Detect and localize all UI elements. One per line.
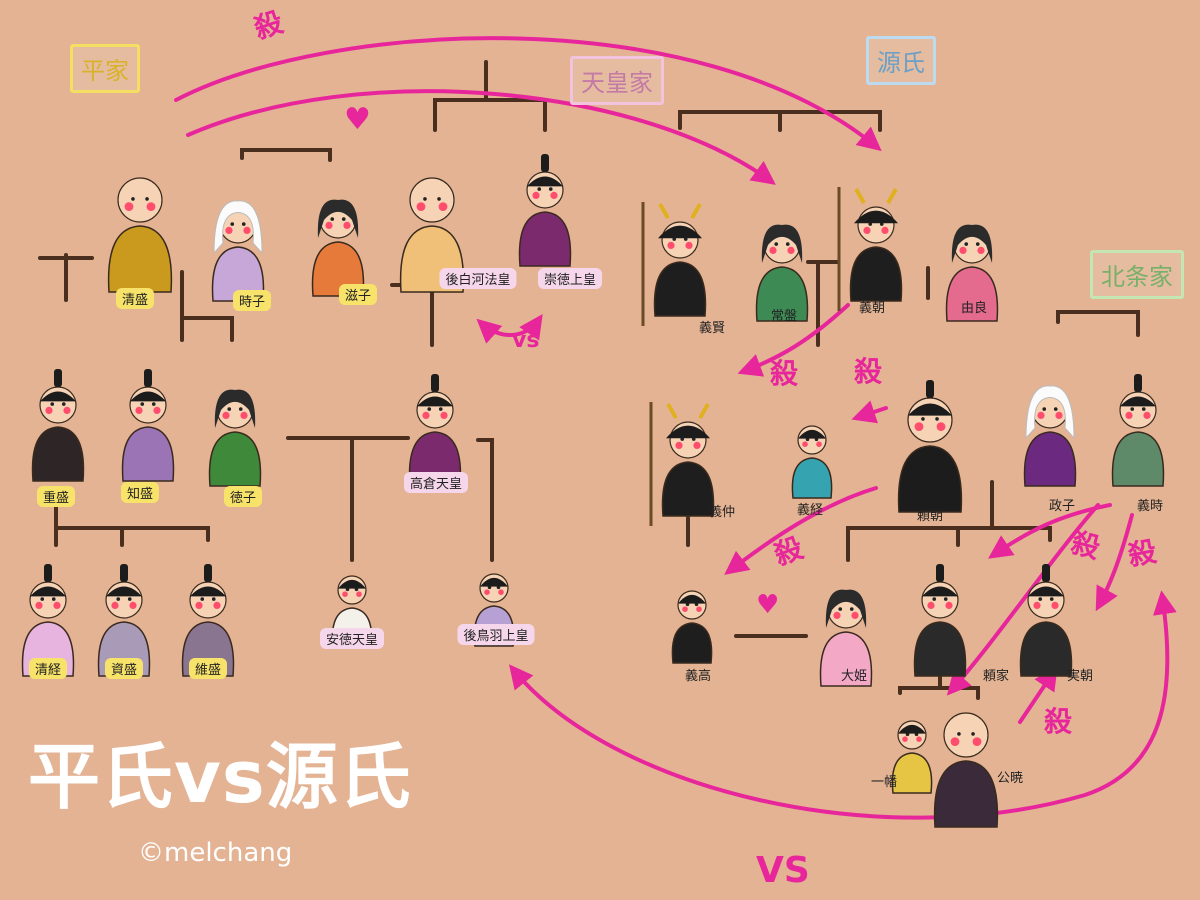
sutoku-figure <box>518 154 572 267</box>
heart-icon: ♥ <box>756 590 780 620</box>
vs-mark-emperors: vs <box>512 328 540 353</box>
label-tomomori: 知盛 <box>120 482 160 503</box>
heart-icon: ♥ <box>344 102 371 137</box>
clan-minamoto-header: 源氏 <box>866 36 936 85</box>
label-ohime: 大姫 <box>840 669 868 684</box>
yoshinaka-figure <box>649 402 715 526</box>
label-sutoku: 崇徳上皇 <box>537 268 603 289</box>
tokiwa-figure <box>755 224 809 322</box>
shigemori-figure <box>31 369 85 482</box>
kiyomori-figure <box>107 177 173 293</box>
label-yoshitoki: 義時 <box>1136 499 1164 514</box>
tomomori-figure <box>121 369 175 482</box>
label-tokushi: 徳子 <box>223 486 263 507</box>
label-koremori: 維盛 <box>188 658 228 679</box>
takakura-figure <box>408 374 462 487</box>
label-tokiko: 時子 <box>232 290 272 311</box>
label-yoritomo: 頼朝 <box>916 509 944 524</box>
yoshikata-figure <box>641 202 707 326</box>
label-sanetomo: 実朝 <box>1066 669 1094 684</box>
kugyo-figure <box>933 712 999 828</box>
label-yoshikata: 義賢 <box>698 321 726 336</box>
label-yoriie: 頼家 <box>982 669 1010 684</box>
clan-imperial-header: 天皇家 <box>570 56 664 105</box>
label-sukemori: 資盛 <box>104 658 144 679</box>
label-takakura: 高倉天皇 <box>403 472 469 493</box>
yoshitoki-figure <box>1111 374 1165 487</box>
clan-taira-header: 平家 <box>70 44 140 93</box>
label-masako: 政子 <box>1048 499 1076 514</box>
kill-mark: 殺 <box>854 355 883 388</box>
label-shigeko: 滋子 <box>338 284 378 305</box>
shigeko-figure <box>311 199 365 297</box>
label-ichiman: 一幡 <box>870 775 898 790</box>
sanetomo-figure <box>1019 564 1073 677</box>
label-tokiwa: 常盤 <box>770 309 798 324</box>
ohime-figure <box>819 589 873 687</box>
tokushi-figure <box>208 389 262 487</box>
clan-hojo-header: 北条家 <box>1090 250 1184 299</box>
ichiman-figure <box>891 720 933 794</box>
label-yoshinaka: 義仲 <box>708 505 736 520</box>
label-antoku: 安徳天皇 <box>319 628 385 649</box>
yoshitsune-figure <box>791 425 833 499</box>
yoshitomo-figure <box>837 187 903 311</box>
vs-mark-clans: VS <box>756 850 810 891</box>
figures <box>21 154 1165 828</box>
label-goshirakawa: 後白河法皇 <box>439 268 517 289</box>
kill-mark: 殺 <box>1044 705 1073 738</box>
yoriie-figure <box>913 564 967 677</box>
label-kiyotsune: 清経 <box>28 658 68 679</box>
yura-figure <box>945 224 999 322</box>
credit-signature: ©melchang <box>138 838 293 868</box>
label-yoshitsune: 義経 <box>796 503 824 518</box>
yoritomo-figure <box>897 380 963 513</box>
kill-mark: 殺 <box>770 357 799 390</box>
label-yoshitaka: 義高 <box>684 669 712 684</box>
masako-figure <box>1023 385 1077 487</box>
tokiko-figure <box>211 200 265 302</box>
label-kiyomori: 清盛 <box>115 288 155 309</box>
page-title: 平氏vs源氏 <box>28 735 412 819</box>
label-yoshitomo: 義朝 <box>858 301 886 316</box>
label-kugyo: 公暁 <box>996 771 1024 786</box>
label-gotoba: 後鳥羽上皇 <box>457 624 535 645</box>
yoshitaka-figure <box>671 590 713 664</box>
label-yura: 由良 <box>960 301 988 316</box>
conflict-arrows <box>174 36 1177 820</box>
label-shigemori: 重盛 <box>36 486 76 507</box>
